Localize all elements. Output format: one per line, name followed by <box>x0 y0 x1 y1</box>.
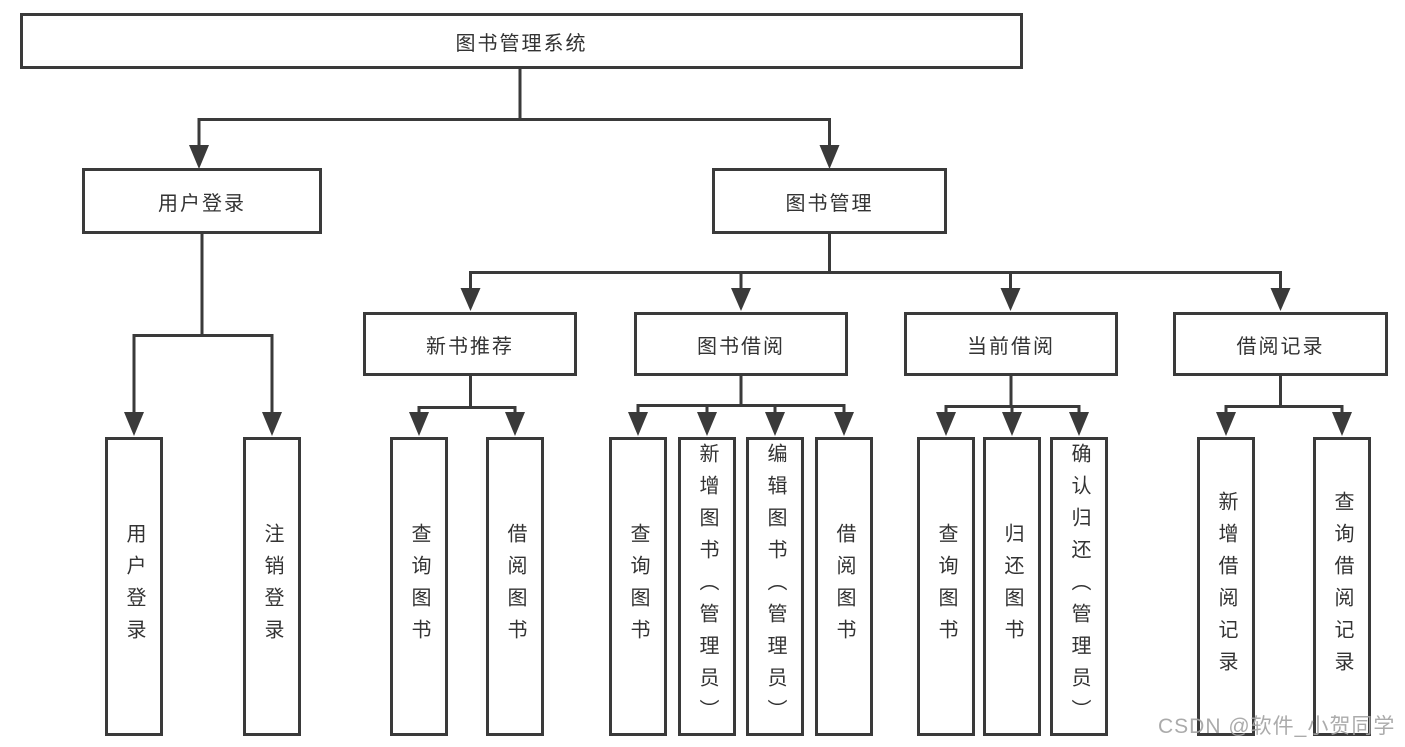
node-user-login: 用户登录 <box>82 168 322 234</box>
arrowheads-user-login <box>124 412 282 436</box>
connector-current-borrowing-to-leaves <box>944 375 1081 415</box>
arrowheads-book-management <box>460 288 1291 311</box>
node-new-book-recommend: 新书推荐 <box>363 312 577 376</box>
node-library-management-system: 图书管理系统 <box>20 13 1023 69</box>
connector-borrowing-records-to-leaves <box>1224 375 1344 415</box>
node-borrowing-records: 借阅记录 <box>1173 312 1388 376</box>
leaf-logout-login: 注销登录 <box>243 437 301 736</box>
arrowhead-icon <box>505 412 525 436</box>
leaf-user-login: 用户登录 <box>105 437 163 736</box>
arrowheads-current-borrowing <box>936 412 1089 436</box>
arrowheads-book-borrowing <box>628 412 854 436</box>
leaf-borrow-books-borrowing: 借阅图书 <box>815 437 873 736</box>
arrowheads-borrowing-records <box>1216 412 1352 436</box>
leaf-edit-books-admin: 编辑图书（管理员） <box>746 437 804 736</box>
arrowhead-icon <box>1002 412 1022 436</box>
leaf-query-borrow-record: 查询借阅记录 <box>1313 437 1371 736</box>
connector-root-to-level2 <box>197 66 831 148</box>
arrowhead-icon <box>697 412 717 436</box>
arrowhead-icon <box>262 412 282 436</box>
leaf-add-borrow-record: 新增借阅记录 <box>1197 437 1255 736</box>
leaf-add-books-admin: 新增图书（管理员） <box>678 437 736 736</box>
arrowheads-new-book-recommend <box>409 412 525 436</box>
leaf-query-books-borrowing: 查询图书 <box>609 437 667 736</box>
arrowhead-icon <box>628 412 648 436</box>
arrowhead-icon <box>731 288 751 311</box>
arrowhead-icon <box>1270 288 1291 311</box>
connector-user-login-to-leaves <box>132 231 274 415</box>
connector-new-book-recommend-to-leaves <box>417 375 517 415</box>
csdn-watermark: CSDN @软件_小贺同学 <box>1158 715 1396 738</box>
arrowhead-icon <box>409 412 429 436</box>
arrowhead-icon <box>765 412 785 436</box>
arrowhead-icon <box>1069 412 1089 436</box>
arrowheads-root-to-level2 <box>189 145 840 169</box>
arrowhead-icon <box>936 412 956 436</box>
leaf-return-books: 归还图书 <box>983 437 1041 736</box>
arrowhead-icon <box>1332 412 1352 436</box>
arrowhead-icon <box>189 145 209 169</box>
node-book-borrowing: 图书借阅 <box>634 312 848 376</box>
arrowhead-icon <box>124 412 144 436</box>
connector-book-management-to-level3 <box>469 231 1282 292</box>
node-book-management: 图书管理 <box>712 168 947 234</box>
arrowhead-icon <box>1000 288 1021 311</box>
arrowhead-icon <box>460 288 481 311</box>
arrowhead-icon <box>819 145 840 169</box>
leaf-query-books-recommend: 查询图书 <box>390 437 448 736</box>
arrowhead-icon <box>1216 412 1236 436</box>
arrowhead-icon <box>834 412 854 436</box>
leaf-query-books-current: 查询图书 <box>917 437 975 736</box>
leaf-confirm-return-admin: 确认归还（管理员） <box>1050 437 1108 736</box>
leaf-borrow-books-recommend: 借阅图书 <box>486 437 544 736</box>
connector-book-borrowing-to-leaves <box>636 375 846 415</box>
node-current-borrowing: 当前借阅 <box>904 312 1118 376</box>
